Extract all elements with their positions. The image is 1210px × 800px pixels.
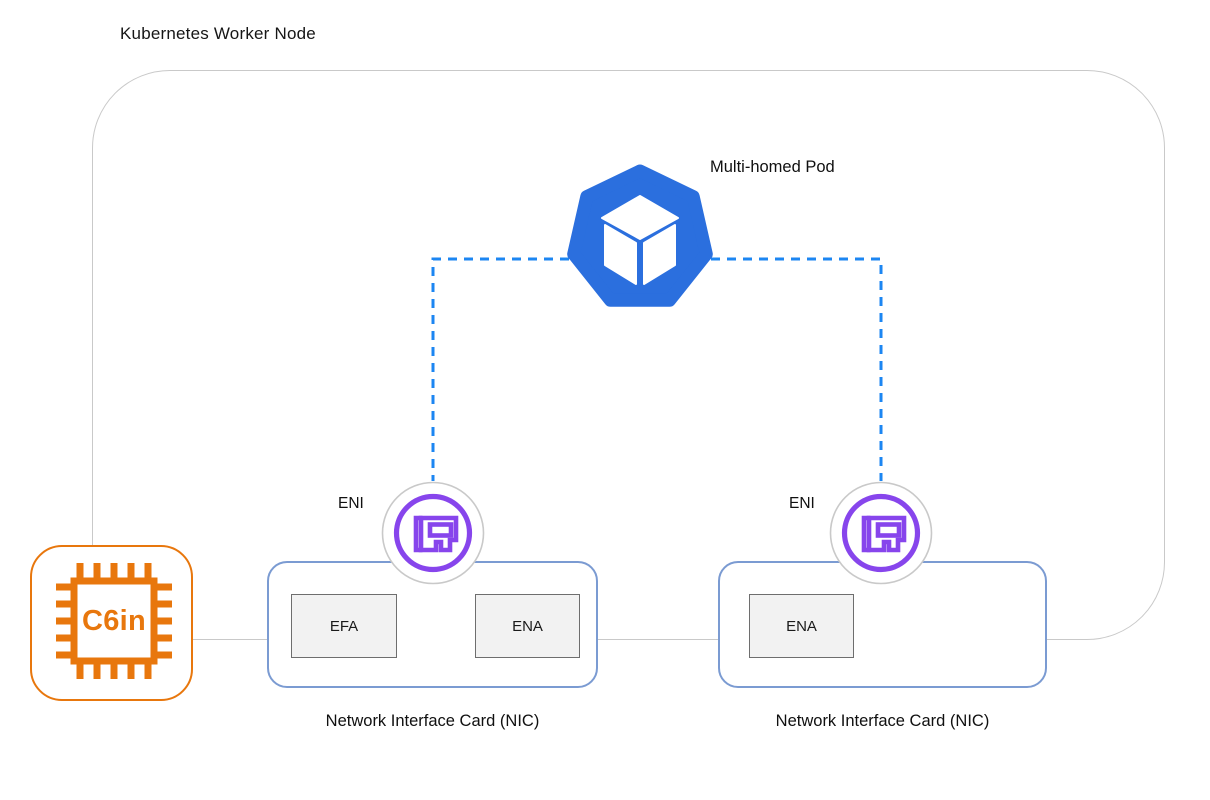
network-card-glyph [413, 515, 459, 553]
ena-adapter-box: ENA [749, 594, 854, 658]
c6in-label: C6in [81, 604, 147, 637]
eni-right-label: ENI [789, 495, 815, 512]
nic-left-label: Network Interface Card (NIC) [325, 712, 540, 730]
ena-adapter-box: ENA [475, 594, 580, 658]
cube-top-face [601, 195, 679, 240]
ena-label: ENA [786, 617, 817, 635]
network-card-glyph [861, 515, 907, 553]
pod-label: Multi-homed Pod [710, 158, 835, 176]
cpu-chip-icon [56, 563, 172, 679]
nic-right-label: Network Interface Card (NIC) [775, 712, 990, 730]
worker-node-title: Kubernetes Worker Node [120, 24, 316, 43]
eni-left-label: ENI [338, 495, 364, 512]
eni-right-icon [829, 481, 933, 585]
efa-label: EFA [329, 617, 359, 635]
cube-left-face [604, 224, 637, 285]
c6in-instance-box: C6in [30, 545, 193, 701]
ena-label: ENA [512, 617, 543, 635]
worker-node-boundary [92, 70, 1165, 640]
efa-adapter-box: EFA [291, 594, 397, 658]
cube-right-face [643, 224, 676, 285]
eni-left-icon [381, 481, 485, 585]
kubernetes-pod-icon [560, 159, 720, 319]
